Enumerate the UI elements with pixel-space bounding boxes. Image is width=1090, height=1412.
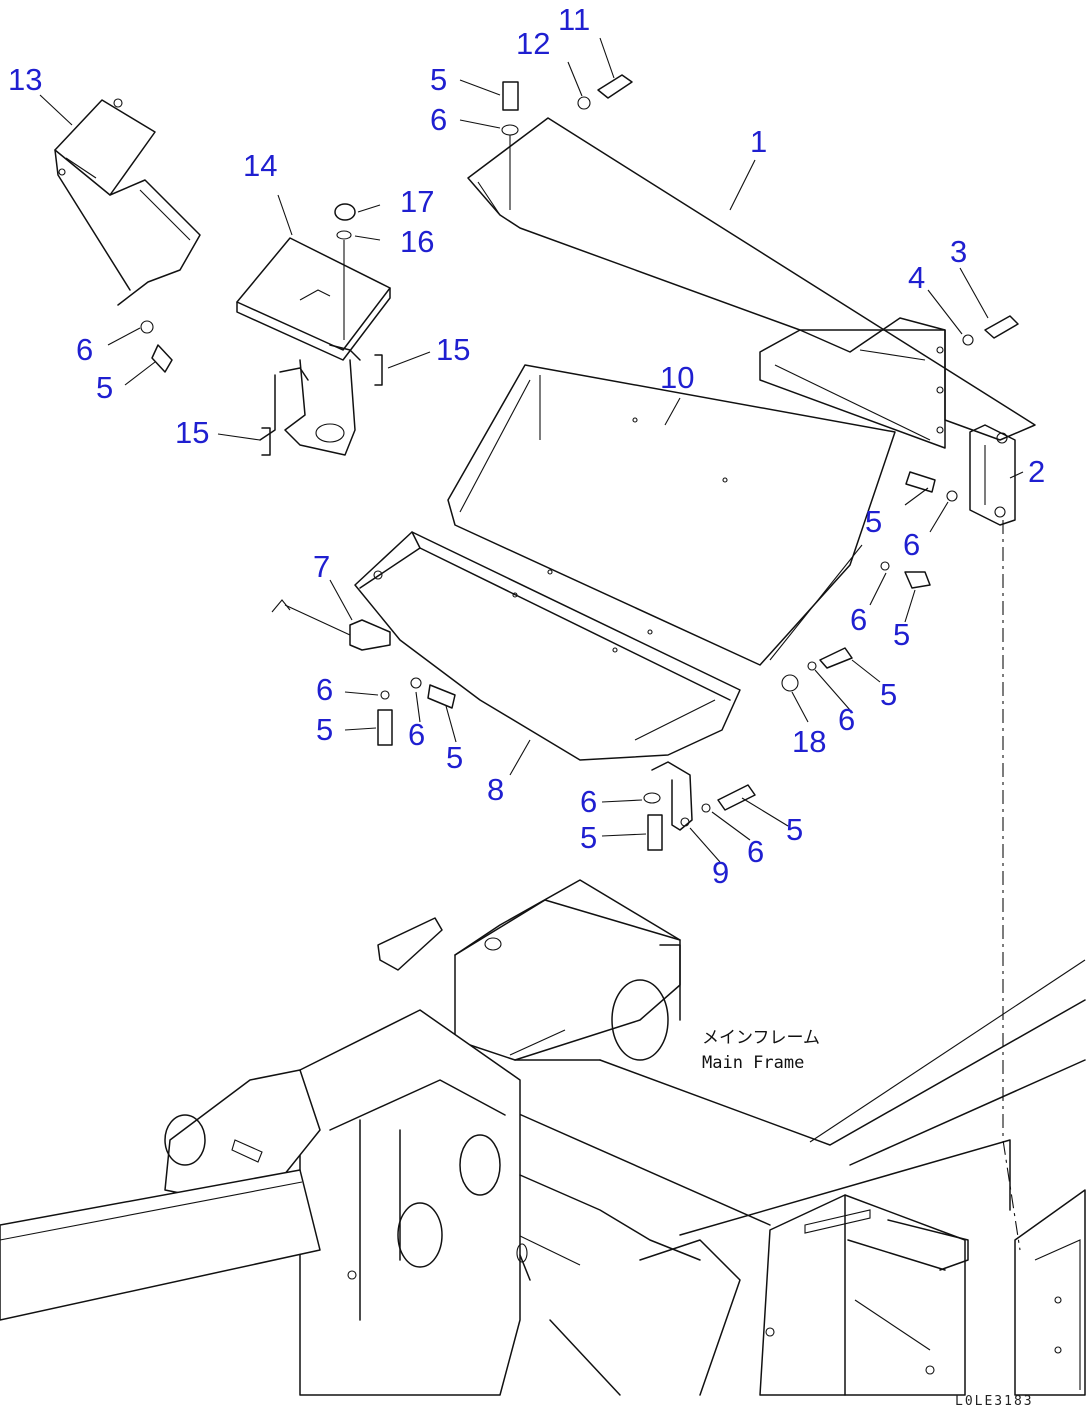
part-13-bracket-cover (54, 98, 201, 306)
part-9-bracket (651, 761, 693, 831)
callout-5: 5 (96, 370, 113, 405)
part-2-bracket (969, 424, 1016, 526)
callout-16: 16 (400, 224, 434, 259)
callout-6: 6 (850, 602, 867, 637)
callout-15: 15 (175, 415, 209, 450)
annotation-en: Main Frame (702, 1053, 804, 1073)
part-1-top-cover (467, 117, 1036, 449)
callout-17: 17 (400, 184, 434, 219)
part-14-plate (236, 237, 391, 456)
callout-18: 18 (792, 724, 826, 759)
callout-5: 5 (786, 812, 803, 847)
callout-15: 15 (436, 332, 470, 367)
callout-5: 5 (580, 820, 597, 855)
callout-6: 6 (408, 717, 425, 752)
callout-8: 8 (487, 772, 504, 807)
callout-6: 6 (838, 702, 855, 737)
callout-6: 6 (903, 527, 920, 562)
callouts: 11 12 5 6 1 3 4 2 5 6 6 5 5 6 18 10 13 6… (8, 2, 1045, 890)
part-10-middle-cover (447, 364, 896, 666)
callout-14: 14 (243, 148, 277, 183)
callout-6: 6 (580, 784, 597, 819)
part-7-bracket (284, 604, 391, 651)
callout-9: 9 (712, 855, 729, 890)
callout-3: 3 (950, 234, 967, 269)
callout-12: 12 (516, 26, 550, 61)
callout-6: 6 (316, 672, 333, 707)
leader-lines (39, 37, 1024, 863)
callout-5: 5 (865, 504, 882, 539)
callout-4: 4 (908, 260, 925, 295)
main-frame (0, 520, 1086, 1396)
callout-5: 5 (446, 740, 463, 775)
callout-5: 5 (893, 617, 910, 652)
callout-5: 5 (430, 62, 447, 97)
hardware (140, 74, 1019, 1266)
callout-11: 11 (558, 2, 590, 37)
callout-5: 5 (880, 677, 897, 712)
annotation-jp: メインフレーム (702, 1028, 820, 1048)
callout-6: 6 (76, 332, 93, 367)
callout-5: 5 (316, 712, 333, 747)
callout-1: 1 (750, 124, 767, 159)
part-8-lower-cover (354, 531, 741, 761)
callout-2: 2 (1028, 454, 1045, 489)
callout-6: 6 (747, 834, 764, 869)
drawing-code: L0LE3183 (955, 1394, 1034, 1409)
callout-10: 10 (660, 360, 694, 395)
callout-7: 7 (313, 549, 330, 584)
callout-6: 6 (430, 102, 447, 137)
callout-13: 13 (8, 62, 42, 97)
